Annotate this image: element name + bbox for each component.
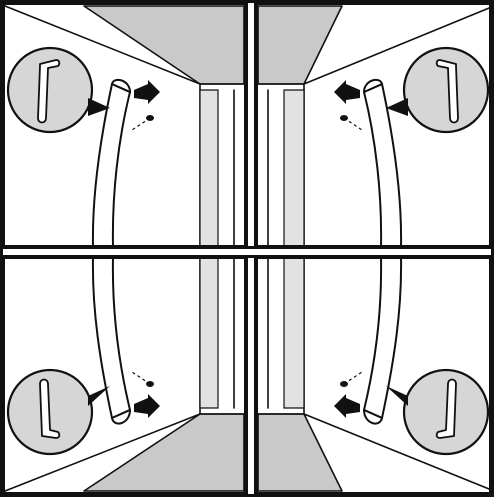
frame-post-right: [284, 90, 304, 246]
screw-icon: [340, 372, 362, 387]
screw-icon: [340, 115, 362, 130]
screw-icon: [132, 372, 154, 387]
panel-bottom-right: [258, 258, 494, 491]
top-shelf-right: [258, 6, 342, 84]
frame-post-right: [284, 258, 304, 408]
panel-top-right: [258, 6, 494, 246]
arrow-icon: [134, 80, 160, 104]
screw-icon: [132, 115, 154, 130]
arrow-icon: [334, 80, 360, 104]
frame-post-left: [200, 258, 218, 408]
arrow-icon: [334, 394, 360, 418]
top-shelf-left: [84, 6, 244, 84]
arrow-icon: [134, 394, 160, 418]
bottom-shelf-left: [84, 414, 244, 491]
panel-top-left: [5, 6, 244, 246]
panel-bottom-left: [5, 258, 244, 491]
frame-post-left: [200, 90, 218, 246]
bottom-shelf-right: [258, 414, 342, 491]
